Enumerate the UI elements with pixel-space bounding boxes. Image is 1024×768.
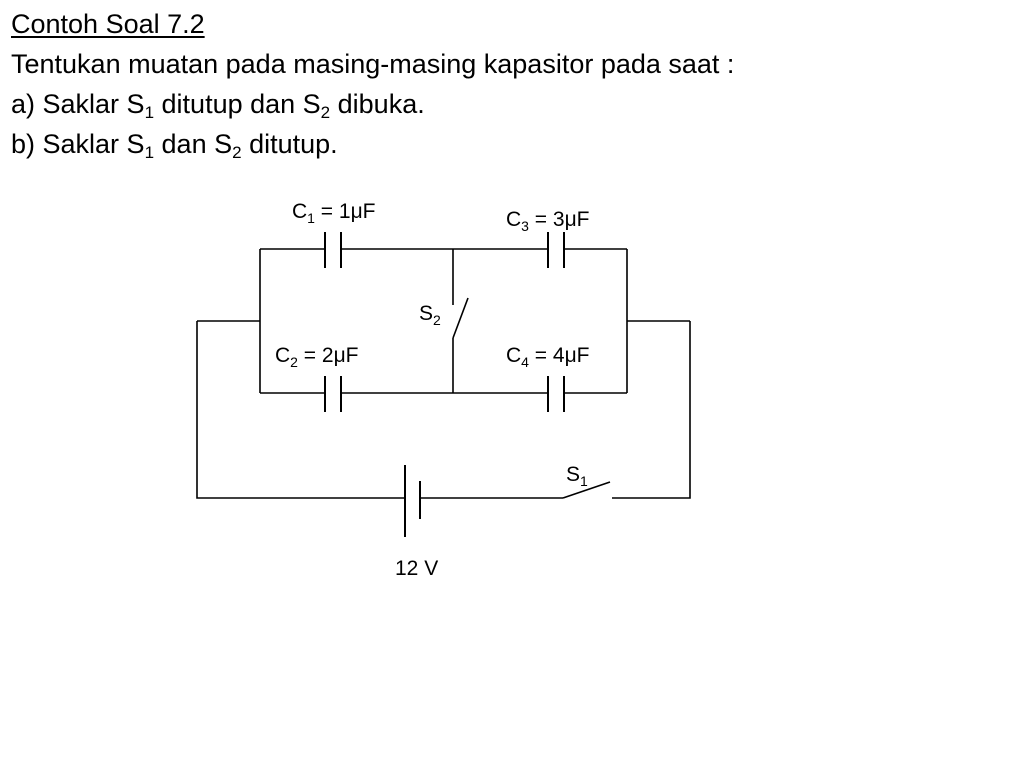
part-a-s2-sub: 2: [320, 103, 331, 122]
part-b-s2-sub: 2: [232, 143, 242, 162]
s1-label: S1: [566, 463, 588, 489]
part-a-prefix: a) Saklar S: [11, 89, 145, 119]
capacitor-c2: [324, 376, 342, 412]
problem-title: Contoh Soal 7.2: [11, 9, 205, 39]
s2-label: S2: [419, 302, 441, 328]
capacitor-c1: [324, 232, 342, 268]
c2-label: C2 = 2μF: [275, 344, 359, 370]
capacitor-c4: [547, 376, 565, 412]
problem-text: Contoh Soal 7.2 Tentukan muatan pada mas…: [11, 4, 734, 164]
part-b-s1-sub: 1: [144, 143, 155, 162]
part-b: b) Saklar S1 dan S2 ditutup.: [11, 124, 734, 164]
c3-label: C3 = 3μF: [506, 208, 590, 234]
part-a-s1-sub: 1: [144, 103, 155, 122]
part-a-mid: ditutup dan S: [154, 89, 321, 119]
capacitor-c3: [547, 232, 565, 268]
switch-s1: [562, 481, 611, 499]
c1-label: C1 = 1μF: [292, 200, 376, 226]
switch-s2: [452, 297, 469, 339]
part-b-suffix: ditutup.: [241, 129, 338, 159]
c4-label: C4 = 4μF: [506, 344, 590, 370]
part-b-prefix: b) Saklar S: [11, 129, 145, 159]
problem-question: Tentukan muatan pada masing-masing kapas…: [11, 49, 735, 79]
part-a: a) Saklar S1 ditutup dan S2 dibuka.: [11, 84, 734, 124]
battery-label: 12 V: [395, 557, 438, 580]
battery: [404, 465, 421, 537]
wire-left-node: [197, 249, 261, 393]
wire-right-node: [626, 249, 690, 393]
part-a-suffix: dibuka.: [330, 89, 425, 119]
part-b-mid: dan S: [154, 129, 233, 159]
wire-outer-loop: [196, 321, 691, 499]
